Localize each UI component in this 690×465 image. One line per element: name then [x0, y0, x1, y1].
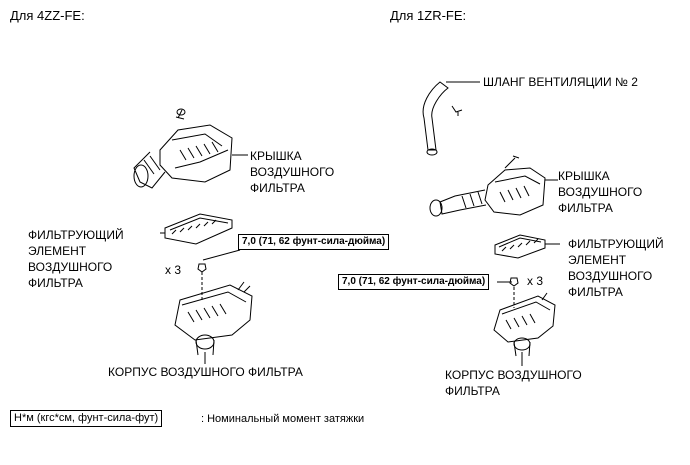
left-bolt-count: x 3	[165, 263, 182, 277]
right-cover-label-line-3: ФИЛЬТРА	[558, 201, 613, 215]
right-element-label-line-2: ЭЛЕМЕНТ	[568, 253, 627, 267]
right-bolt-drawing	[497, 277, 519, 308]
right-element-label-line-3: ВОЗДУШНОГО	[568, 269, 653, 283]
right-case-label-line-1: КОРПУС ВОЗДУШНОГО	[445, 368, 582, 382]
right-element-label-line-4: ФИЛЬТРА	[568, 285, 623, 299]
left-element-label-line-3: ВОЗДУШНОГО	[28, 260, 113, 274]
right-air-cleaner-cap-drawing	[429, 155, 558, 217]
right-hose-label: ШЛАНГ ВЕНТИЛЯЦИИ № 2	[483, 75, 638, 89]
right-cover-label: КРЫШКА ВОЗДУШНОГО ФИЛЬТРА	[558, 168, 642, 216]
right-ventilation-hose-drawing	[422, 81, 480, 156]
left-element-label-line-1: ФИЛЬТРУЮЩИЙ	[28, 228, 124, 242]
right-filter-element-drawing	[494, 234, 560, 259]
left-cover-label-line-1: КРЫШКА	[250, 149, 302, 163]
left-header: Для 4ZZ-FE:	[10, 8, 85, 23]
right-cover-label-line-2: ВОЗДУШНОГО	[558, 185, 643, 199]
right-torque-spec: 7,0 (71, 62 фунт-сила-дюйма)	[338, 274, 490, 290]
left-torque-spec: 7,0 (71, 62 фунт-сила-дюйма)	[238, 234, 390, 250]
right-element-label: ФИЛЬТРУЮЩИЙ ЭЛЕМЕНТ ВОЗДУШНОГО ФИЛЬТРА	[568, 236, 664, 300]
right-cover-label-line-1: КРЫШКА	[558, 169, 610, 183]
left-element-label-line-4: ФИЛЬТРА	[28, 276, 83, 290]
left-cover-label-line-3: ФИЛЬТРА	[250, 181, 305, 195]
right-case-label: КОРПУС ВОЗДУШНОГО ФИЛЬТРА	[445, 367, 582, 399]
right-bolt-count: x 3	[527, 274, 544, 288]
left-element-label: ФИЛЬТРУЮЩИЙ ЭЛЕМЕНТ ВОЗДУШНОГО ФИЛЬТРА	[28, 227, 124, 291]
left-cover-label: КРЫШКА ВОЗДУШНОГО ФИЛЬТРА	[250, 148, 334, 196]
left-cover-label-line-2: ВОЗДУШНОГО	[250, 165, 335, 179]
torque-legend-box: Н*м (кгс*см, фунт-сила-фут)	[10, 410, 163, 427]
right-header: Для 1ZR-FE:	[390, 8, 467, 23]
left-air-cleaner-cap-drawing	[133, 108, 248, 189]
right-element-label-line-1: ФИЛЬТРУЮЩИЙ	[568, 237, 664, 251]
left-element-label-line-2: ЭЛЕМЕНТ	[28, 244, 87, 258]
torque-legend-text: : Номинальный момент затяжки	[201, 413, 365, 425]
right-air-cleaner-case-drawing	[493, 292, 556, 366]
right-case-label-line-2: ФИЛЬТРА	[445, 384, 500, 398]
left-filter-element-drawing	[160, 213, 233, 245]
left-bolt-drawing	[197, 249, 241, 300]
left-case-label: КОРПУС ВОЗДУШНОГО ФИЛЬТРА	[108, 365, 303, 379]
left-air-cleaner-case-drawing	[174, 281, 253, 364]
